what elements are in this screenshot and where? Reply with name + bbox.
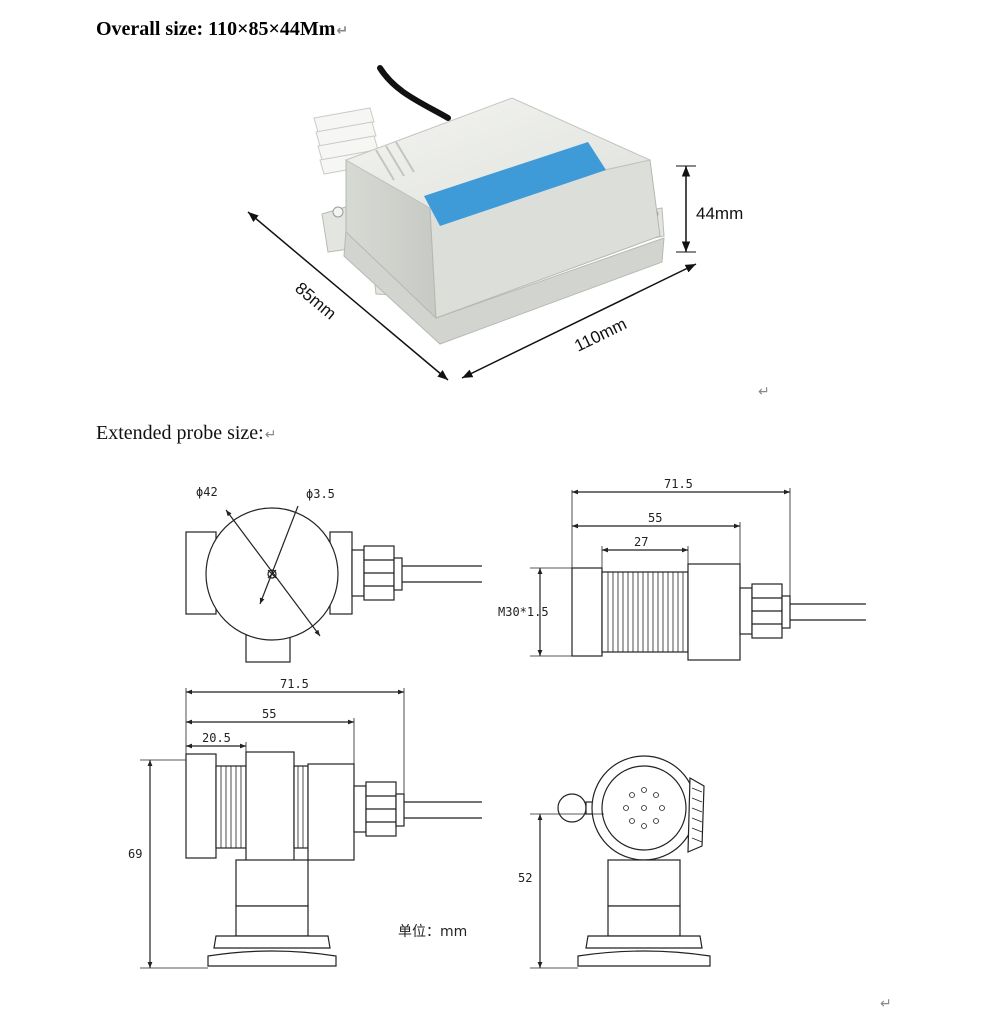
dim-depth-label: 85mm — [291, 279, 339, 324]
overall-size-title: Overall size: 110×85×44Mm↵ — [96, 18, 349, 40]
dia-hole-label: ϕ3.5 — [306, 487, 335, 501]
flange-view-drawing — [530, 755, 711, 969]
photo-dimensions — [247, 165, 697, 381]
thread-spec-label: M30*1.5 — [498, 605, 549, 619]
sensor-enclosure-photo — [313, 65, 665, 345]
blue-label-stripe — [424, 142, 606, 226]
mount-height-label: 69 — [128, 847, 142, 861]
dim-height-label: 44mm — [696, 204, 743, 223]
flange-height-label: 52 — [518, 871, 532, 885]
unit-label: 单位：mm — [398, 924, 467, 940]
mount-view-drawing — [140, 688, 482, 969]
vent-holes — [623, 787, 665, 829]
mount-flange-label: 20.5 — [202, 731, 231, 745]
front-view-drawing — [185, 505, 482, 663]
mount-body-label: 55 — [262, 707, 276, 721]
paragraph-mark: ↵ — [758, 384, 770, 400]
dia-outer-label: ϕ42 — [196, 485, 218, 499]
side-thread-label: 27 — [634, 535, 648, 549]
side-body-label: 55 — [648, 511, 662, 525]
probe-size-title: Extended probe size:↵ — [96, 422, 277, 444]
side-total-label: 71.5 — [664, 477, 693, 491]
mount-total-label: 71.5 — [280, 677, 309, 691]
side-view-drawing — [530, 488, 866, 661]
